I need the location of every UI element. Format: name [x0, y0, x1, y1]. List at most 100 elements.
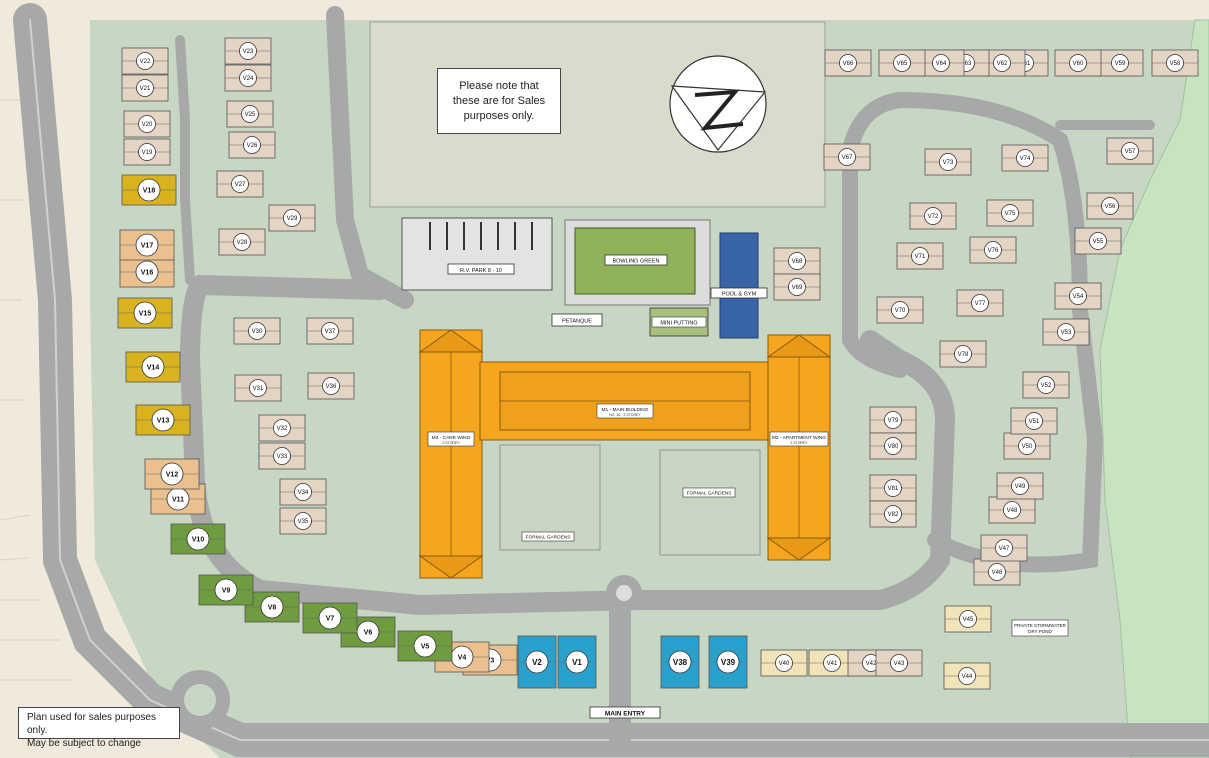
villa-v44[interactable]: V44: [943, 662, 991, 690]
villa-v28[interactable]: V28: [218, 228, 266, 256]
villa-v13[interactable]: V13: [135, 404, 191, 436]
villa-v49[interactable]: V49: [996, 472, 1044, 500]
villa-v40[interactable]: V40: [760, 649, 808, 677]
villa-marker: [775, 654, 793, 672]
villa-v7[interactable]: V7: [302, 602, 358, 634]
villa-v39[interactable]: V39: [708, 635, 748, 689]
villa-label: V47: [999, 546, 1010, 552]
villa-v82[interactable]: V82: [869, 500, 917, 528]
villa-v22[interactable]: V22: [121, 47, 169, 75]
villa-v27[interactable]: V27: [216, 170, 264, 198]
villa-v59[interactable]: V59: [1096, 49, 1144, 77]
villa-v54[interactable]: V54: [1054, 282, 1102, 310]
villa-marker: [321, 322, 339, 340]
villa-v23[interactable]: V23: [224, 37, 272, 65]
villa-v14[interactable]: V14: [125, 351, 181, 383]
villa-v5[interactable]: V5: [397, 630, 453, 662]
villa-v17[interactable]: V17: [119, 229, 175, 261]
villa-v37[interactable]: V37: [306, 317, 354, 345]
villa-v47[interactable]: V47: [980, 534, 1028, 562]
villa-v41[interactable]: V41: [808, 649, 856, 677]
villa-v26[interactable]: V26: [228, 131, 276, 159]
villa-marker: [260, 595, 284, 619]
villa-v71[interactable]: V71: [896, 242, 944, 270]
sales-note-line-1: Please note that: [459, 79, 539, 92]
villa-v68[interactable]: V68: [773, 247, 821, 275]
villa-v79[interactable]: V79: [869, 406, 917, 434]
villa-v25[interactable]: V25: [226, 100, 274, 128]
villa-v50[interactable]: V50: [1003, 432, 1051, 460]
villa-v32[interactable]: V32: [258, 414, 306, 442]
villa-v35[interactable]: V35: [279, 507, 327, 535]
bowling-green-label-box: [604, 254, 668, 266]
villa-v29[interactable]: V29: [268, 204, 316, 232]
villa-marker: [1001, 204, 1019, 222]
villa-v36[interactable]: V36: [307, 372, 355, 400]
villa-v81[interactable]: V81: [869, 474, 917, 502]
villa-v20[interactable]: V20: [123, 110, 171, 138]
villa-v34[interactable]: V34: [279, 478, 327, 506]
villa-label: V28: [237, 240, 248, 246]
villa-v8[interactable]: V8: [244, 591, 300, 623]
villa-v16[interactable]: V16: [119, 256, 175, 288]
villa-marker: [525, 650, 549, 674]
villa-marker: [839, 54, 857, 72]
villa-label: V20: [142, 122, 153, 128]
villa-v21[interactable]: V21: [121, 74, 169, 102]
villa-v69[interactable]: V69: [773, 273, 821, 301]
villa-marker: [1016, 149, 1034, 167]
villa-v1[interactable]: V1: [557, 635, 597, 689]
villa-v15[interactable]: V15: [117, 297, 173, 329]
villa-label: V18: [143, 188, 156, 195]
villa-v12[interactable]: V12: [144, 458, 200, 490]
villa-v30[interactable]: V30: [233, 317, 281, 345]
villa-marker: [988, 563, 1006, 581]
villa-v67[interactable]: V67: [823, 143, 871, 171]
villa-v56[interactable]: V56: [1086, 192, 1134, 220]
villa-v18[interactable]: V18: [121, 174, 177, 206]
villa-v45[interactable]: V45: [944, 605, 992, 633]
villa-label: V82: [888, 512, 899, 518]
villa-v66[interactable]: V66: [824, 49, 872, 77]
villa-v58[interactable]: V58: [1151, 49, 1199, 77]
villa-v43[interactable]: V43: [875, 649, 923, 677]
villa-v53[interactable]: V53: [1042, 318, 1090, 346]
villa-v2[interactable]: V2: [517, 635, 557, 689]
villa-v33[interactable]: V33: [258, 442, 306, 470]
villa-v74[interactable]: V74: [1001, 144, 1049, 172]
villa-v60[interactable]: V60: [1054, 49, 1102, 77]
villa-v64[interactable]: V64: [917, 49, 965, 77]
villa-marker: [133, 301, 157, 325]
villa-label: V44: [962, 674, 973, 680]
villa-v77[interactable]: V77: [956, 289, 1004, 317]
villa-marker: [971, 294, 989, 312]
villa-v57[interactable]: V57: [1106, 137, 1154, 165]
villa-v80[interactable]: V80: [869, 432, 917, 460]
villa-v55[interactable]: V55: [1074, 227, 1122, 255]
villa-marker: [924, 207, 942, 225]
villa-v24[interactable]: V24: [224, 64, 272, 92]
villa-v52[interactable]: V52: [1022, 371, 1070, 399]
villa-v38[interactable]: V38: [660, 635, 700, 689]
villa-v31[interactable]: V31: [234, 374, 282, 402]
villa-v48[interactable]: V48: [988, 496, 1036, 524]
cadastral-lines: [0, 99, 70, 681]
villa-v72[interactable]: V72: [909, 202, 957, 230]
villa-v76[interactable]: V76: [969, 236, 1017, 264]
villa-label: V25: [245, 112, 256, 118]
villa-v10[interactable]: V10: [170, 523, 226, 555]
villa-v19[interactable]: V19: [123, 138, 171, 166]
villa-v4[interactable]: V4: [434, 641, 490, 673]
villa-label: V27: [235, 182, 246, 188]
villa-marker: [318, 606, 342, 630]
villa-v75[interactable]: V75: [986, 199, 1034, 227]
villa-v70[interactable]: V70: [876, 296, 924, 324]
villa-v65[interactable]: V65: [878, 49, 926, 77]
villa-v78[interactable]: V78: [939, 340, 987, 368]
villa-v9[interactable]: V9: [198, 574, 254, 606]
villa-marker: [248, 322, 266, 340]
villa-v46[interactable]: V46: [973, 558, 1021, 586]
villa-v51[interactable]: V51: [1010, 407, 1058, 435]
villa-v73[interactable]: V73: [924, 148, 972, 176]
